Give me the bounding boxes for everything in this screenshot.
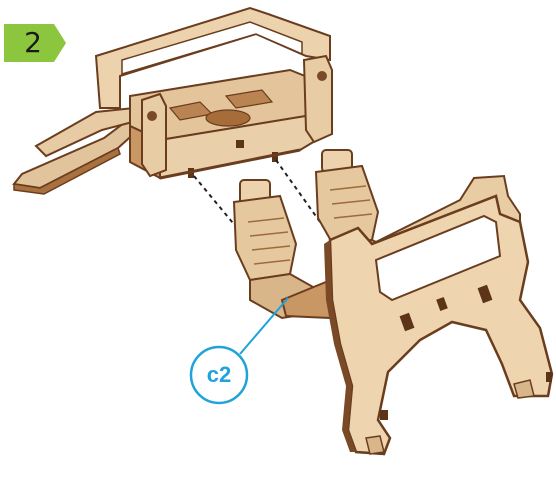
step-badge: 2 (4, 24, 66, 62)
right-bracket (304, 56, 332, 142)
seat-left-back (234, 196, 296, 280)
panel-slot (546, 372, 552, 382)
panel-slot (380, 410, 388, 420)
upper-round-hole (206, 110, 250, 126)
left-bracket (142, 94, 166, 176)
foot-tab-left (366, 436, 384, 454)
right-bracket-peg (317, 71, 327, 81)
foot-tab-right (514, 380, 534, 398)
callout-label: c2 (190, 346, 248, 404)
box-slot (236, 140, 244, 148)
step-number: 2 (10, 24, 56, 62)
left-bracket-peg (147, 111, 157, 121)
